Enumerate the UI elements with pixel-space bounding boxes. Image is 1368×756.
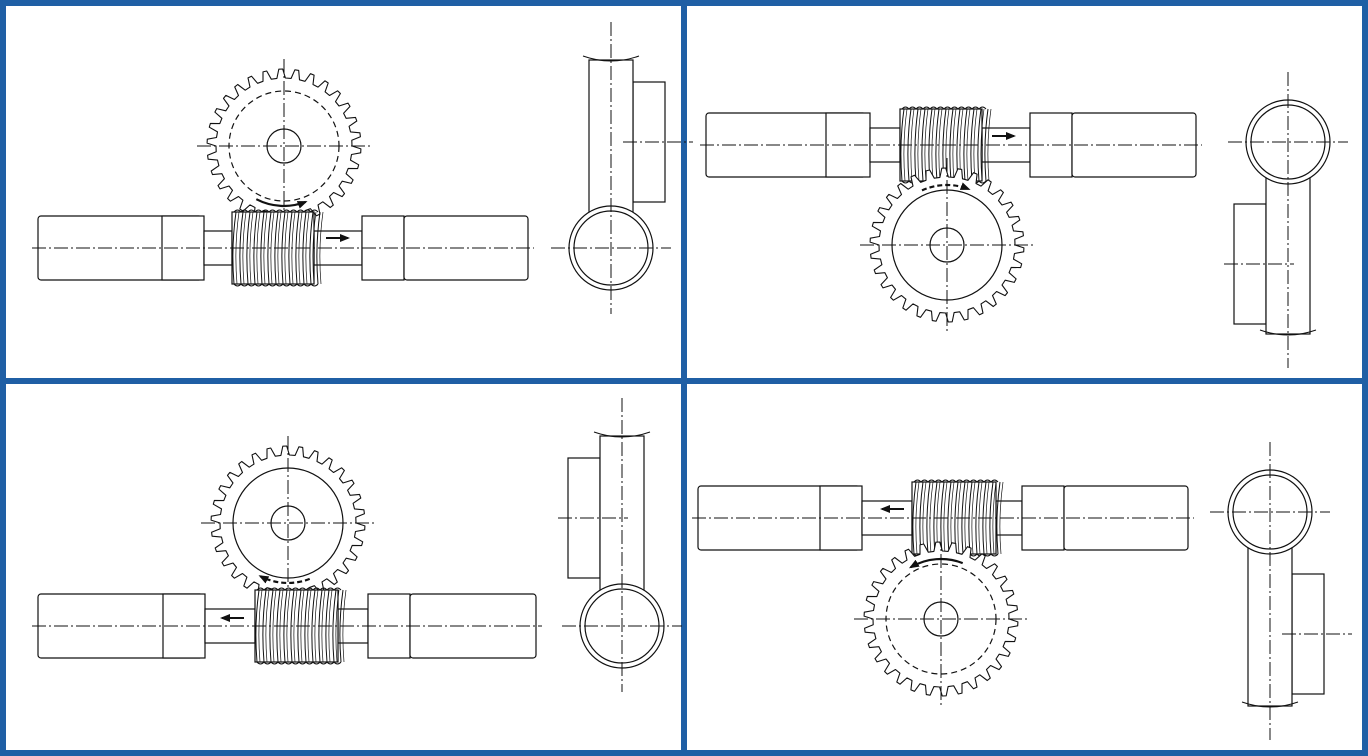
worm-wheel [201, 436, 375, 610]
rotation-arrow [921, 182, 971, 192]
shaft-end-right [1063, 485, 1189, 551]
rotation-arrow [255, 198, 308, 209]
shaft-end-right [1071, 112, 1197, 178]
rotation-arrow [258, 575, 311, 584]
worm-wheel [860, 158, 1034, 332]
side-view [1224, 72, 1348, 368]
shaft-end-right [403, 215, 529, 281]
panel-top-left [32, 22, 693, 314]
panel-top-right [700, 72, 1348, 368]
side-view [551, 22, 693, 314]
side-view [1210, 442, 1352, 740]
rotation-arrow [908, 557, 964, 569]
worm-shaft [32, 209, 534, 287]
panel-bottom-right [692, 442, 1352, 740]
worm-wheel [854, 532, 1028, 706]
panel-bottom-left [32, 398, 682, 692]
worm-shaft [692, 479, 1194, 557]
worm-shaft [32, 587, 542, 665]
side-break-line [582, 55, 640, 62]
worm-wheel [197, 59, 371, 233]
worm-shaft [700, 106, 1202, 184]
side-view [558, 398, 682, 692]
side-break-line [1259, 329, 1317, 336]
side-break-line [593, 431, 651, 438]
side-break-line [1241, 701, 1299, 708]
